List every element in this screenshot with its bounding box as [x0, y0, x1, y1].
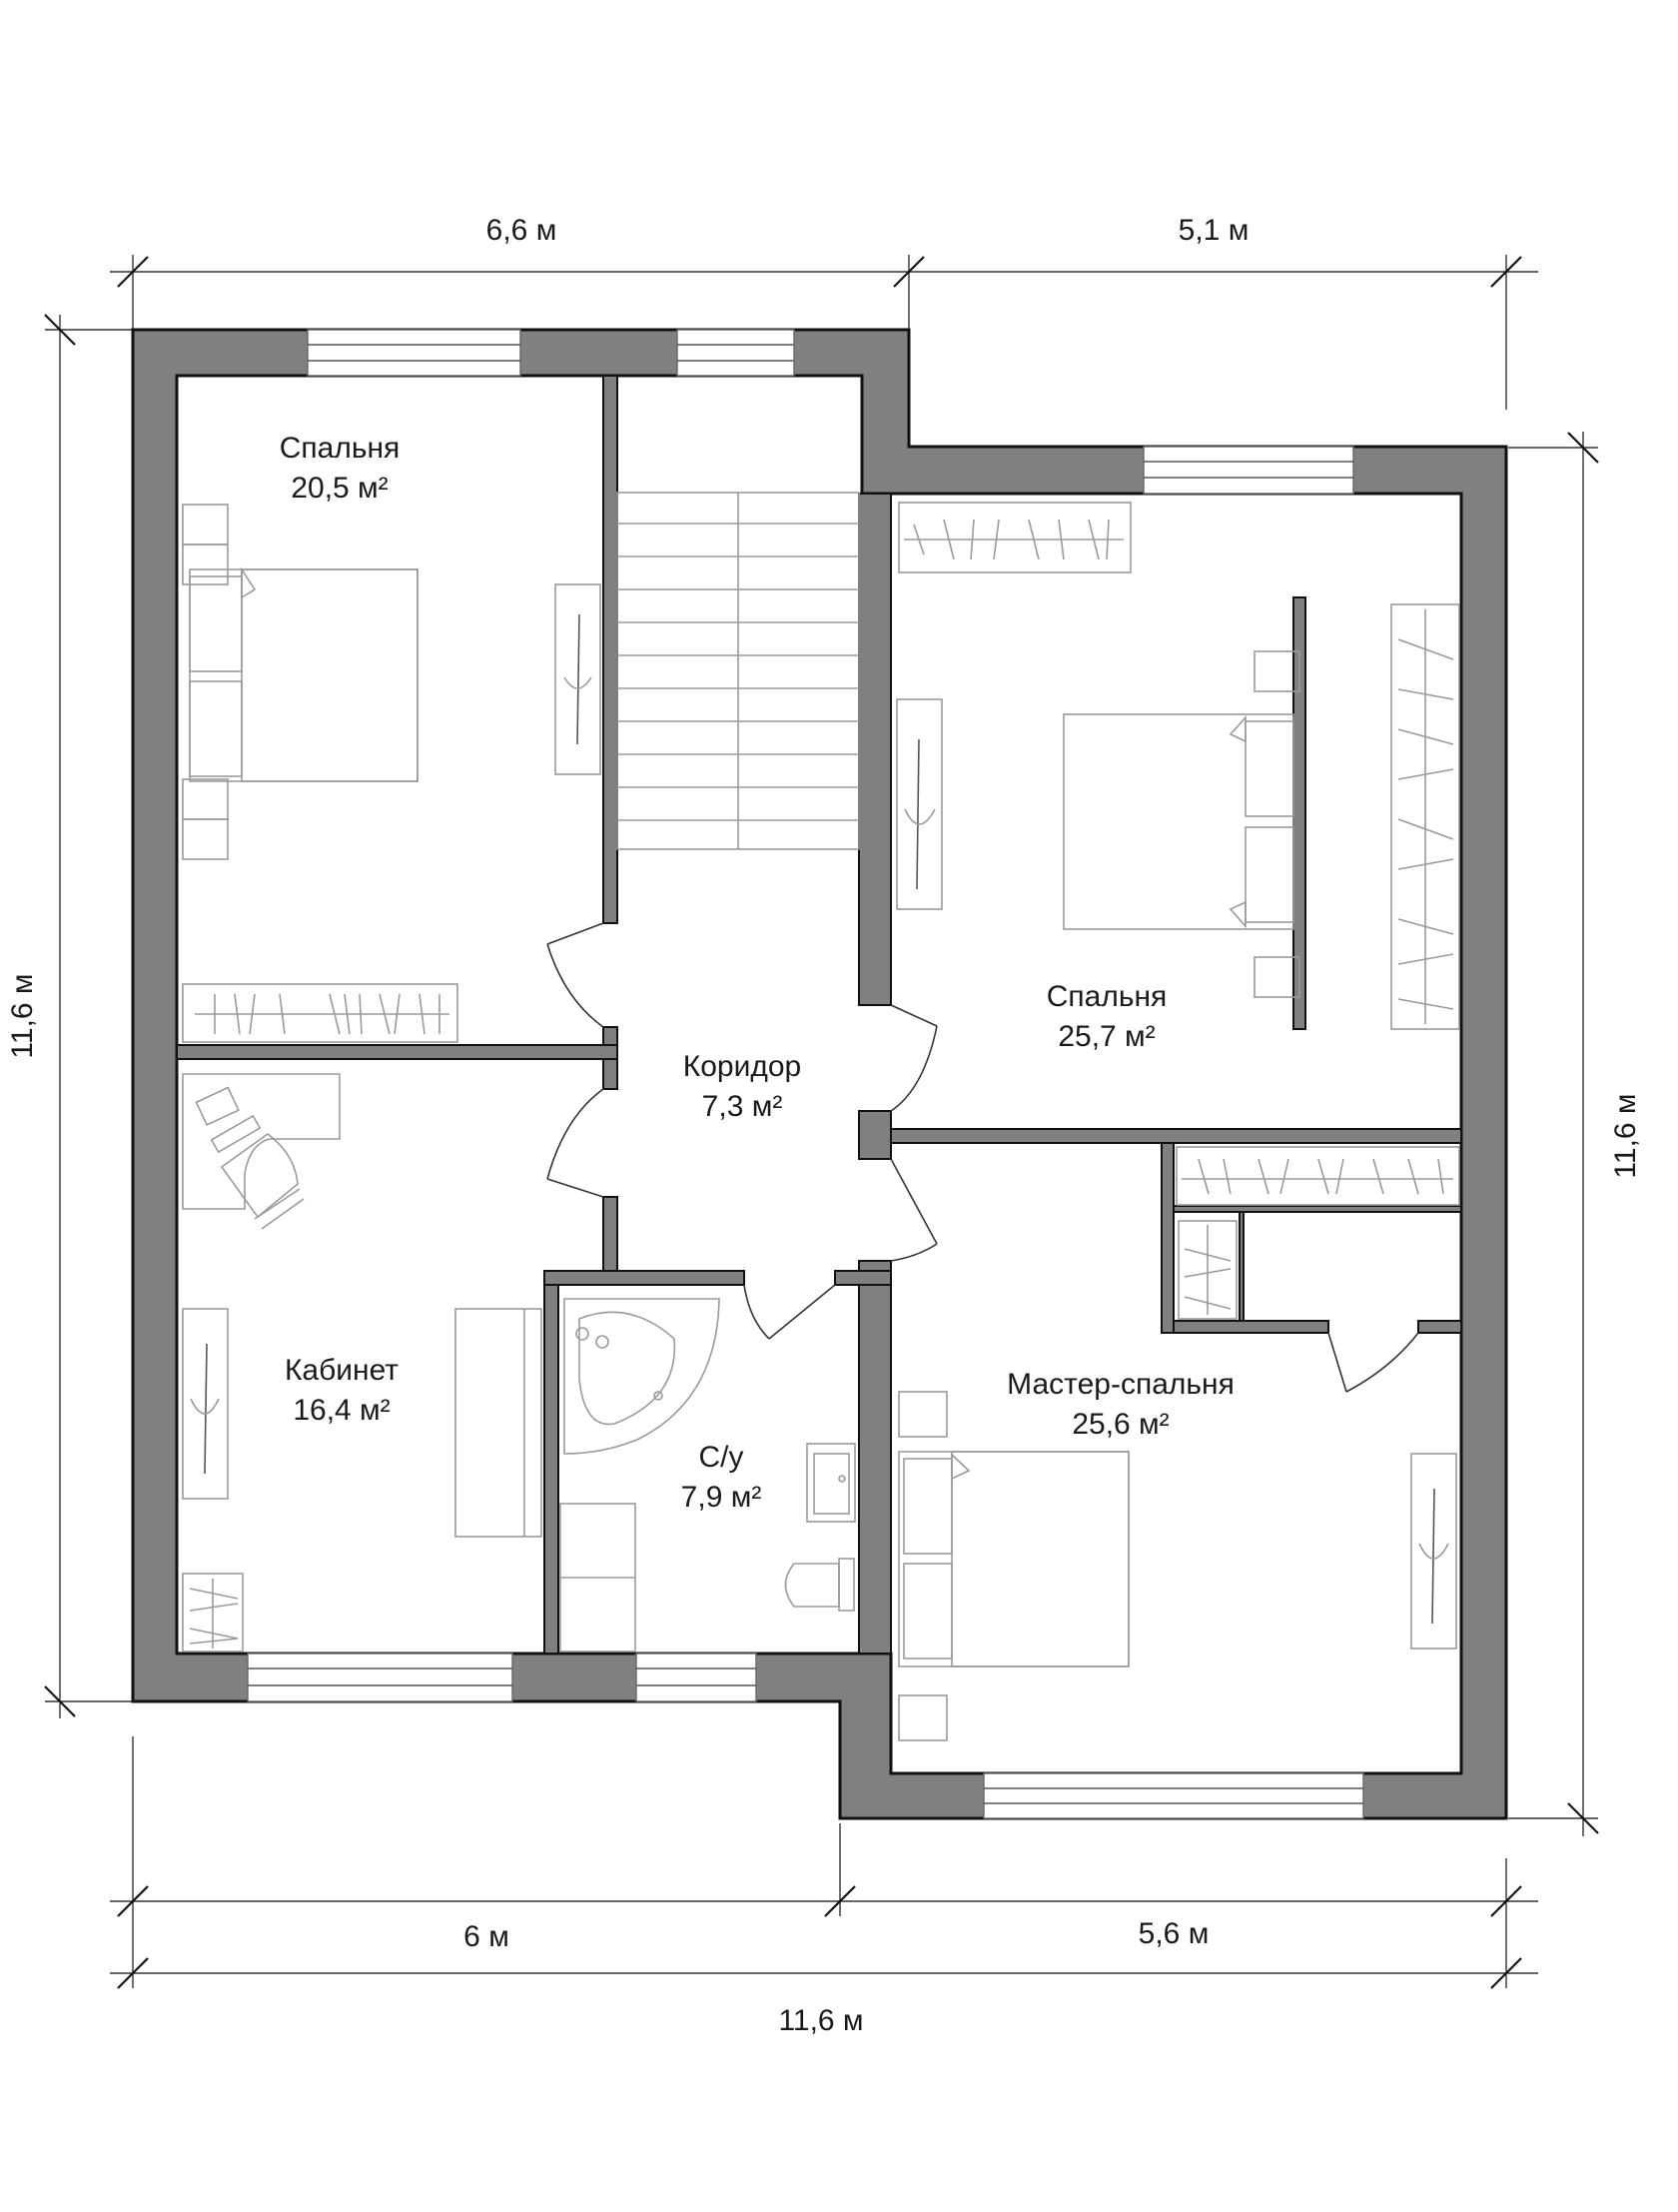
windows — [247, 329, 1364, 1819]
tv-unit-master — [1410, 1453, 1457, 1650]
tv-unit-right-bedroom — [896, 698, 943, 910]
room-area: 16,4 м² — [293, 1394, 390, 1427]
wardrobe-right-bedroom-top — [898, 502, 1132, 573]
desk-office — [182, 1073, 341, 1230]
staircase — [616, 492, 860, 850]
room-name: С/у — [699, 1441, 744, 1474]
wardrobe-master-closet — [1176, 1146, 1460, 1206]
room-label-bedroom-1: Спальня 20,5 м² — [280, 432, 401, 505]
bed-master — [898, 1391, 1130, 1741]
bookshelf-office — [454, 1308, 542, 1538]
room-area: 7,9 м² — [681, 1481, 762, 1514]
dimension-top-right: 5,1 м — [1179, 214, 1250, 247]
room-label-bedroom-2: Спальня 25,7 м² — [1047, 980, 1168, 1053]
tv-unit-office — [182, 1308, 229, 1500]
bed-right-bedroom — [1063, 650, 1300, 998]
room-name: Коридор — [683, 1050, 801, 1083]
room-name: Кабинет — [285, 1354, 399, 1387]
sink — [806, 1443, 856, 1523]
bed-bedroom-1 — [182, 504, 419, 860]
room-label-corridor: Коридор 7,3 м² — [683, 1050, 801, 1123]
bathtub — [563, 1298, 720, 1455]
room-area: 7,3 м² — [702, 1090, 783, 1123]
dimension-bottom-total: 11,6 м — [778, 2004, 863, 2037]
room-area: 25,6 м² — [1072, 1408, 1169, 1441]
dimension-left: 11,6 м — [6, 973, 39, 1058]
wardrobe-master-side — [1178, 1220, 1238, 1320]
dimension-right: 11,6 м — [1609, 1093, 1642, 1178]
dimension-top-left: 6,6 м — [486, 214, 557, 247]
tv-unit-bedroom-1 — [554, 583, 601, 775]
doors — [546, 922, 1419, 1393]
room-name: Мастер-спальня — [1007, 1368, 1235, 1401]
washer-cabinet — [559, 1503, 636, 1653]
toilet — [784, 1558, 855, 1612]
wardrobe-office — [182, 1573, 244, 1653]
room-area: 20,5 м² — [291, 472, 388, 505]
room-label-office: Кабинет 16,4 м² — [285, 1354, 399, 1427]
wardrobe-bedroom-1 — [182, 983, 458, 1043]
room-area: 25,7 м² — [1058, 1020, 1155, 1053]
dimension-lines — [44, 255, 1599, 1989]
wardrobe-right-bedroom-side — [1390, 603, 1460, 1030]
room-name: Спальня — [280, 432, 401, 465]
dimension-bottom-left: 6 м — [463, 1920, 509, 1953]
dimension-bottom-right: 5,6 м — [1139, 1917, 1210, 1950]
room-name: Спальня — [1047, 980, 1168, 1013]
room-label-bathroom: С/у 7,9 м² — [681, 1441, 762, 1514]
room-label-master-bedroom: Мастер-спальня 25,6 м² — [1007, 1368, 1235, 1441]
